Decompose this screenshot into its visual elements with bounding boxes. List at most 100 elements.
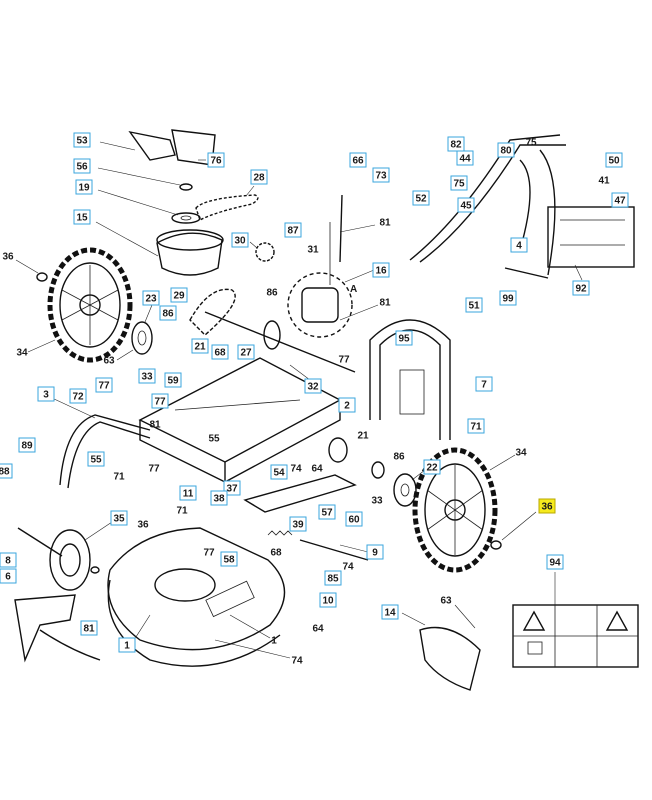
callout-number: 27 [240,348,252,359]
callout: 71 [176,506,188,517]
callout: 37 [223,480,241,496]
callout: 75 [450,175,468,191]
callout-box [73,158,91,174]
callout-box [69,388,87,404]
callout-number: 14 [384,608,396,619]
callout: 3 [37,386,55,402]
callout-box [0,552,17,568]
callout: 59 [164,372,182,388]
callout-number: 76 [210,156,222,167]
callout-box [284,222,302,238]
callout-number: 92 [575,284,587,295]
callout-box [395,330,413,346]
callout-number: 80 [500,146,512,157]
callout-box [75,179,93,195]
callout: 60 [345,511,363,527]
callout-box [546,554,564,570]
belt-part [195,185,259,222]
callout: 68 [270,548,282,559]
lower-handle-loop-part [369,319,451,440]
callout-number: 73 [375,171,387,182]
washer-part [90,566,100,574]
callout: 85 [324,570,342,586]
callout: 50 [605,152,623,168]
callout-number: 66 [352,156,364,167]
callout: 71 [467,418,485,434]
callout-number: 71 [470,422,482,433]
callout: 73 [372,167,390,183]
callout: 31 [307,245,319,256]
callout-number: 30 [234,236,246,247]
callout: 55 [87,451,105,467]
callout-box [381,604,399,620]
callout: 19 [75,179,93,195]
callout: 88 [0,463,13,479]
callout: 51 [465,297,483,313]
callout: 99 [499,290,517,306]
callout-box [159,305,177,321]
callout: 22 [423,459,441,475]
callout: 11 [179,485,197,501]
callout-box [207,152,225,168]
callout-number: 1 [124,641,130,652]
callout: 76 [207,152,225,168]
callout-box [95,377,113,393]
callout: 1 [271,636,277,647]
callout-number: 50 [608,156,620,167]
callout-number: 57 [321,508,333,519]
callout: 86 [393,452,405,463]
callout-box [338,397,356,413]
callout-number: 16 [375,266,387,277]
callout: 77 [148,464,160,475]
callout: 77 [203,548,215,559]
callout-number: 36 [137,520,149,531]
callout-number: 44 [459,154,471,165]
callout: 77 [95,377,113,393]
callout: 80 [497,142,515,158]
callout: 53 [73,132,91,148]
callout: 58 [220,551,238,567]
callout-box [118,637,136,653]
callout-number: 77 [338,355,350,366]
callout-box [450,175,468,191]
callout: 81 [379,218,391,229]
washer-part [36,272,48,282]
callout: 44 [456,150,474,166]
callout-box [170,287,188,303]
callout-number: 64 [312,624,324,635]
callout: 1 [118,637,136,653]
callout: 92 [572,280,590,296]
callout: 36 [2,252,14,263]
callout-number: 68 [214,348,226,359]
callout-number: 37 [226,484,238,495]
callout: 74 [291,656,303,667]
callout-number: 21 [357,431,369,442]
callout: 35 [110,510,128,526]
callout: 2 [338,397,356,413]
callout-number: 35 [113,514,125,525]
callout-number: 10 [322,596,334,607]
callout-number: 33 [371,496,383,507]
callout-box [457,197,475,213]
callout: 34 [515,448,527,459]
callout: 39 [289,516,307,532]
callout: 36 [137,520,149,531]
callout-number: 99 [502,294,514,305]
callout-number: 2 [344,401,350,412]
callout-number: 56 [76,162,88,173]
callout-box [270,464,288,480]
callout: 57 [318,504,336,520]
callout-number: 77 [154,397,166,408]
callout: 21 [357,431,369,442]
callout-number: 3 [43,390,49,401]
callout: 21 [191,338,209,354]
callout-box [304,378,322,394]
callout: 77 [338,355,350,366]
callout-number: 36 [2,252,14,263]
callout: 55 [208,434,220,445]
callout-number: 60 [348,515,360,526]
callout-number: 58 [223,555,235,566]
callout: 52 [412,190,430,206]
callout: 81 [149,420,161,431]
callout-number: 95 [398,334,410,345]
